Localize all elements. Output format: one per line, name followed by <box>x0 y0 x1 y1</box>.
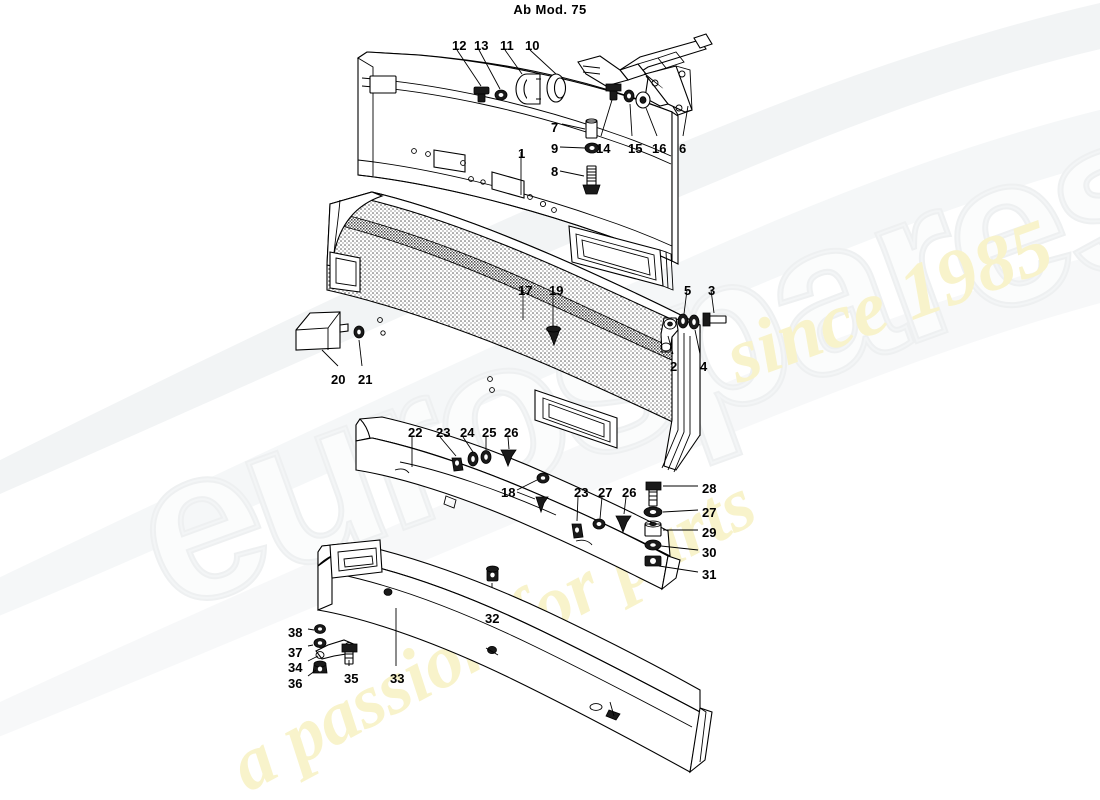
callout-21: 21 <box>358 372 373 387</box>
callout-14: 14 <box>596 141 611 156</box>
callout-19: 19 <box>549 283 564 298</box>
part-30-lock-washer[interactable] <box>644 539 662 551</box>
callout-11: 11 <box>500 38 514 53</box>
part-23b-clip-nut[interactable] <box>571 523 584 539</box>
callout-36: 36 <box>288 676 303 691</box>
part-32-plug[interactable] <box>486 565 499 582</box>
part-20-end-cap[interactable] <box>295 311 349 351</box>
callout-34: 34 <box>288 660 303 675</box>
part-7-sleeve[interactable] <box>585 118 598 139</box>
callout-13: 13 <box>474 38 489 53</box>
callout-5: 5 <box>684 283 692 298</box>
callout-22: 22 <box>408 425 423 440</box>
part-21-clip[interactable] <box>353 325 365 339</box>
callout-7: 7 <box>551 120 559 135</box>
callout-4: 4 <box>700 359 708 374</box>
callout-30: 30 <box>702 545 717 560</box>
callout-24: 24 <box>460 425 475 440</box>
part-15-lockwasher[interactable] <box>623 89 635 103</box>
callout-26b: 26 <box>622 485 637 500</box>
callout-17: 17 <box>518 283 533 298</box>
callout-38: 38 <box>288 625 303 640</box>
callout-12: 12 <box>452 38 467 53</box>
callout-23: 23 <box>436 425 451 440</box>
callout-33: 33 <box>390 671 405 686</box>
callout-6: 6 <box>679 141 687 156</box>
part-27-washer[interactable] <box>643 506 663 518</box>
part-5-lock-washer[interactable] <box>677 313 689 329</box>
part-4-washer[interactable] <box>688 314 700 330</box>
part-24-washer[interactable] <box>467 451 479 467</box>
callout-35: 35 <box>344 671 359 686</box>
callout-10: 10 <box>525 38 540 53</box>
part-25-lock-washer[interactable] <box>480 450 492 464</box>
callout-28: 28 <box>702 481 717 496</box>
part-13-nut[interactable] <box>494 89 508 101</box>
callout-16: 16 <box>652 141 667 156</box>
callout-1: 1 <box>518 146 526 161</box>
part-23-clip-nut[interactable] <box>451 457 464 472</box>
callout-23b: 23 <box>574 485 589 500</box>
part-37-washer[interactable] <box>313 638 327 649</box>
part-11-bushing[interactable] <box>515 73 541 105</box>
callout-18: 18 <box>501 485 516 500</box>
part-16-washer[interactable] <box>635 91 651 109</box>
part-38-nut-cap[interactable] <box>314 624 326 634</box>
callout-26: 26 <box>504 425 519 440</box>
callout-9: 9 <box>551 141 559 156</box>
callout-15: 15 <box>628 141 643 156</box>
callout-29: 29 <box>702 525 717 540</box>
callout-32: 32 <box>485 611 500 626</box>
callout-27b: 27 <box>598 485 613 500</box>
diagram-title: Ab Mod. 75 <box>513 2 587 17</box>
callout-2: 2 <box>670 359 678 374</box>
callout-27: 27 <box>702 505 717 520</box>
callout-31: 31 <box>702 567 717 582</box>
callout-25: 25 <box>482 425 497 440</box>
part-31-hex-nut[interactable] <box>644 555 662 567</box>
part-10-seal[interactable] <box>546 73 567 103</box>
part-28-bolt[interactable] <box>645 481 662 507</box>
callout-3: 3 <box>708 283 716 298</box>
callout-20: 20 <box>331 372 346 387</box>
callout-8: 8 <box>551 164 559 179</box>
callout-37: 37 <box>288 645 303 660</box>
part-27b-washer[interactable] <box>592 518 606 530</box>
part-3-bolt[interactable] <box>702 312 727 327</box>
